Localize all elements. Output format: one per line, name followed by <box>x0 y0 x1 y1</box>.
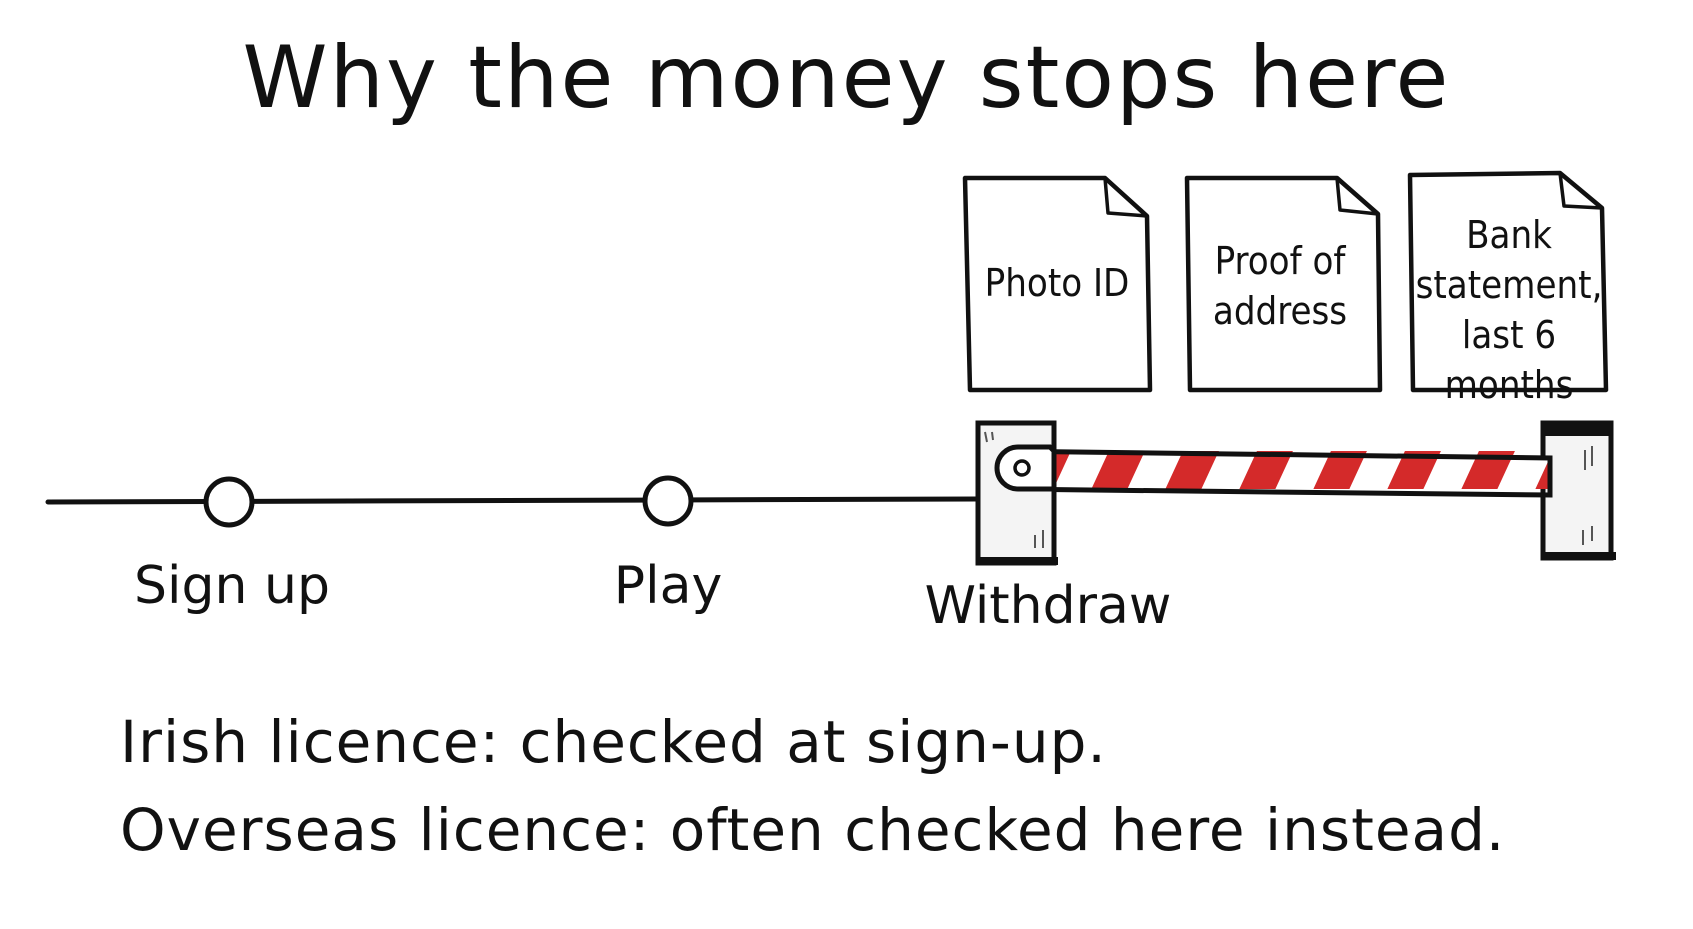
barrier-end-post <box>1540 420 1616 561</box>
document-bank-statement <box>1407 170 1609 393</box>
barrier-arm <box>999 448 1553 498</box>
document-photo-id <box>962 175 1153 393</box>
step-label-sign-up: Sign up <box>134 556 330 616</box>
note-overseas-licence: Overseas licence: often checked here ins… <box>120 796 1506 864</box>
diagram-title: Why the money stops here <box>242 28 1451 128</box>
document-proof-of-address <box>1184 175 1383 393</box>
barrier-stripe <box>1535 457 1550 489</box>
milestone-play-dot <box>642 475 694 527</box>
barrier-stripe <box>1313 451 1367 489</box>
step-label-play: Play <box>613 556 723 616</box>
barrier-gate-post <box>975 420 1058 566</box>
barrier-stripe <box>1387 451 1441 489</box>
barrier-stripe <box>1165 451 1219 489</box>
barrier-stripe <box>1091 451 1145 489</box>
document-label-proof-of-address: Proof of address <box>1212 239 1348 333</box>
note-irish-licence: Irish licence: checked at sign-up. <box>120 708 1107 776</box>
document-label-bank-statement: Bank statement, last 6 months <box>1415 213 1603 407</box>
barrier-stripe <box>1239 451 1293 489</box>
document-label-photo-id: Photo ID <box>984 261 1130 305</box>
step-label-withdraw: Withdraw <box>924 576 1172 636</box>
timeline-line <box>45 496 981 505</box>
milestone-sign-up-dot <box>203 476 255 528</box>
barrier-stripe <box>1461 451 1515 489</box>
